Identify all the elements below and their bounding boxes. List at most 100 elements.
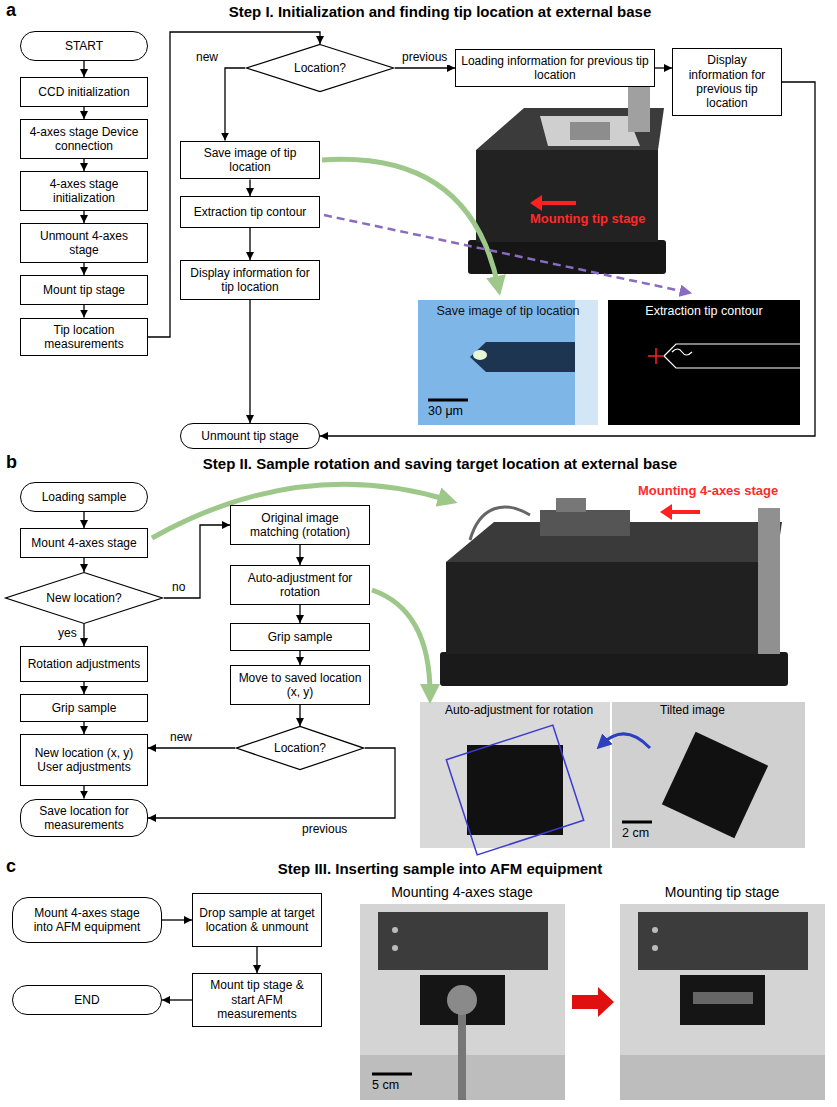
node-text: Display information for previous tip loc… <box>678 53 776 111</box>
scale-label: 30 μm <box>428 404 463 418</box>
tip-stage <box>693 992 753 1004</box>
terminal-box: Loading sample <box>20 482 148 512</box>
tip-highlight <box>473 350 487 360</box>
node-text: Grip sample <box>268 630 333 644</box>
cable <box>458 1012 466 1100</box>
node-text: Auto-adjustment for rotation <box>236 571 364 600</box>
panel-title: Step II. Sample rotation and saving targ… <box>203 455 677 472</box>
process-box: Display information for previous tip loc… <box>672 48 782 116</box>
flow-arrow <box>655 67 672 68</box>
terminal-box: Mount 4-axes stage into AFM equipment <box>12 897 162 943</box>
photo-caption: Auto-adjustment for rotation <box>445 704 593 718</box>
process-box: Mount tip stage <box>20 275 148 305</box>
flow-arrow <box>249 179 250 196</box>
node-text: Grip sample <box>52 701 117 715</box>
sample-images <box>420 702 805 855</box>
process-box: Save image of tip location <box>180 141 320 180</box>
process-box: CCD initialization <box>20 77 148 107</box>
process-box: Grip sample <box>20 694 148 722</box>
photo-caption: Tilted image <box>660 704 725 718</box>
red-arrow <box>670 510 700 514</box>
four-axes-stage <box>540 510 630 536</box>
scale-label: 2 cm <box>622 826 649 840</box>
node-text: 4-axes stage Device connection <box>26 125 142 154</box>
scale-label: 5 cm <box>372 1078 399 1092</box>
process-box: Auto-adjustment for rotation <box>230 565 370 605</box>
device-body <box>446 562 776 654</box>
node-text: New location? <box>46 591 121 605</box>
node-text: Loading information for previous tip loc… <box>461 54 649 83</box>
device-body <box>476 150 658 242</box>
tip-micrograph <box>418 300 598 425</box>
node-text: Location? <box>294 61 346 75</box>
contour-ground <box>608 300 800 425</box>
panel-letter: a <box>6 0 16 21</box>
decision-diamond: Location? <box>235 726 365 770</box>
node-text: Mount tip stage & start AFM measurements <box>198 978 316 1021</box>
flow-arrow <box>162 999 192 1000</box>
flow-arrow <box>83 512 84 528</box>
node-text: 4-axes stage initialization <box>26 177 142 206</box>
node-text: Tip location measurements <box>26 323 142 352</box>
flow-arrow <box>83 211 84 223</box>
micrograph-ground <box>418 300 598 425</box>
flow-arrow <box>83 786 84 799</box>
terminal-box: Save location for measurements <box>20 799 148 838</box>
scale-bar <box>372 1073 412 1076</box>
afm-housing <box>360 904 565 1100</box>
photo-caption: Mounting 4-axes stage <box>391 884 533 900</box>
node-text: Move to saved location (x, y) <box>236 671 364 700</box>
cable <box>470 507 530 540</box>
decision-diamond: Location? <box>245 44 395 92</box>
flow-arrow <box>83 682 84 694</box>
scale-bar <box>622 821 652 824</box>
afm-panel <box>638 912 808 970</box>
process-box: Rotation adjustments <box>20 646 148 682</box>
node-text: Unmount 4-axes stage <box>26 229 142 258</box>
flow-arrow <box>299 651 300 665</box>
node-text: Mount 4-axes stage into AFM equipment <box>25 906 149 935</box>
panel-port <box>392 945 398 951</box>
pointer-arrow <box>322 159 498 286</box>
node-text: Rotation adjustments <box>28 657 141 671</box>
edge-label: new <box>194 51 220 65</box>
flow-arrow <box>83 159 84 171</box>
flow-arrow <box>299 605 300 623</box>
node-text: Unmount tip stage <box>201 429 298 443</box>
afm-front <box>620 1055 825 1100</box>
pointer-arrow <box>324 215 686 292</box>
flow-arrow <box>83 558 84 572</box>
afm-photo <box>620 904 825 1100</box>
node-text: New location (x, y) User adjustments <box>26 746 142 775</box>
node-text: Mount tip stage <box>43 283 125 297</box>
edge-label: previous <box>300 823 349 837</box>
afm-housing <box>620 904 825 1100</box>
process-box: 4-axes stage initialization <box>20 171 148 211</box>
terminal-box: START <box>20 31 148 61</box>
sample-square <box>467 745 563 835</box>
edge-label: no <box>170 581 187 595</box>
flow-arrow <box>256 947 257 973</box>
terminal-box: Unmount tip stage <box>180 423 320 449</box>
afm-panel <box>378 912 548 970</box>
process-box: Extraction tip contour <box>180 196 320 228</box>
process-box: 4-axes stage Device connection <box>20 119 148 159</box>
node-text: Mount 4-axes stage <box>31 536 136 550</box>
process-box: Tip location measurements <box>20 318 148 357</box>
panel-title: Step I. Initialization and finding tip l… <box>229 3 652 20</box>
gripper <box>556 498 586 512</box>
panel-letter: b <box>6 452 17 473</box>
node-text: Save location for measurements <box>33 804 135 833</box>
micrograph-edge <box>575 300 598 425</box>
cantilever <box>470 342 575 372</box>
panel-letter: c <box>6 856 16 877</box>
node-text: Loading sample <box>42 490 127 504</box>
diamond-shape <box>247 44 394 91</box>
pointer-arrow <box>372 590 430 694</box>
process-box: Unmount 4-axes stage <box>20 223 148 263</box>
device-base <box>468 240 666 274</box>
tilted-square <box>662 732 768 838</box>
flow-arrow <box>249 300 250 423</box>
contour-image <box>608 300 800 425</box>
node-text: Original image matching (rotation) <box>236 511 364 540</box>
